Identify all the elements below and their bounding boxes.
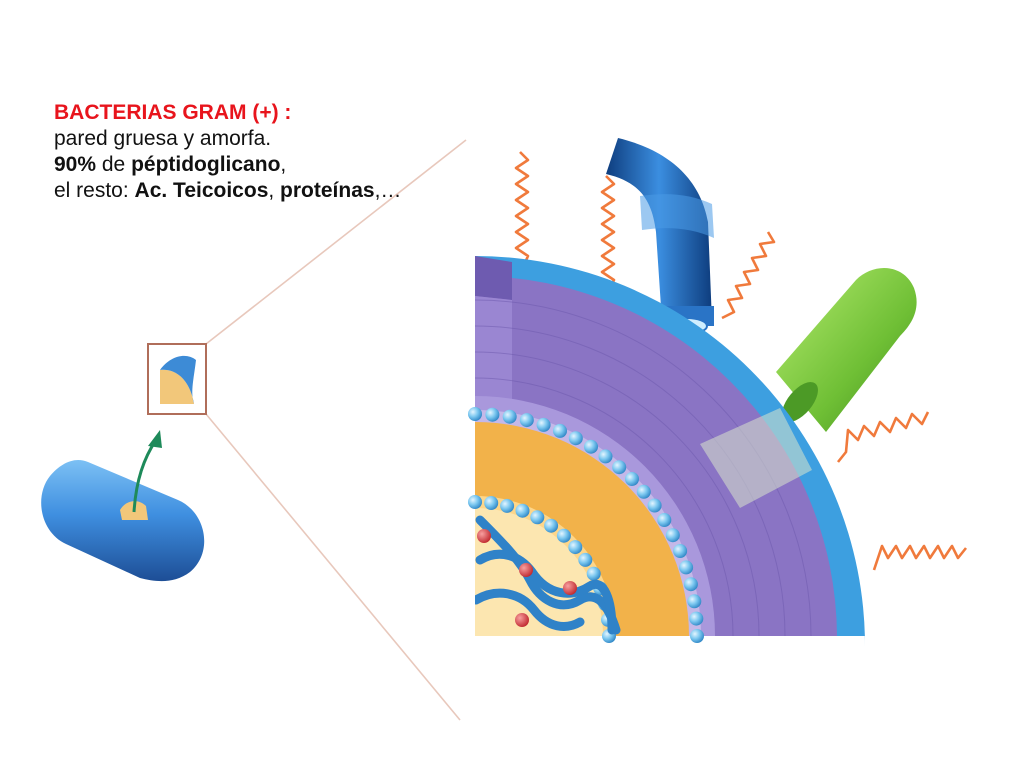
proteins-term: proteínas: [280, 179, 375, 202]
membrane-head: [530, 510, 545, 525]
teichoic-acids-term: Ac. Teicoicos: [134, 179, 269, 202]
membrane-head: [687, 594, 702, 609]
membrane-head: [484, 496, 499, 510]
membrane-head: [584, 439, 598, 454]
peptidoglycan-percent: 90%: [54, 153, 97, 176]
dna-helix: [475, 515, 621, 635]
membrane-head: [598, 449, 613, 464]
membrane-head: [636, 484, 651, 499]
caption-rest-line: el resto: Ac. Teicoicos, proteínas,…: [54, 179, 402, 202]
membrane-head: [683, 577, 698, 592]
membrane-head: [657, 513, 672, 527]
ribosomes: [477, 529, 577, 627]
membrane-head: [553, 423, 567, 438]
membrane-head: [612, 460, 627, 475]
membrane-head: [568, 540, 583, 555]
peptidoglycan-term: péptidoglicano: [131, 153, 281, 176]
caption-peptidoglycan-line: 90% de péptidoglicano,: [54, 153, 287, 176]
surface-protein: [776, 268, 917, 432]
caption: BACTERIAS GRAM (+) : pared gruesa y amor…: [54, 100, 401, 204]
membrane-head: [536, 417, 551, 432]
membrane-head: [500, 498, 515, 513]
membrane-head: [544, 518, 559, 533]
membrane-head: [485, 407, 500, 422]
membrane-head: [556, 528, 571, 543]
membrane-head: [586, 566, 601, 581]
teichoic-acid-fibers: [514, 151, 968, 571]
bacterium-cell-icon: [41, 459, 205, 582]
membrane-head: [679, 560, 694, 575]
membrane-head: [647, 498, 662, 513]
membrane-head: [568, 431, 583, 446]
membrane-head: [690, 629, 704, 643]
membrane-phospholipid-heads: [468, 407, 704, 643]
membrane-head: [468, 407, 482, 421]
membrane-head: [578, 552, 593, 567]
membrane-head: [515, 503, 530, 518]
zoom-box: [147, 343, 207, 415]
membrane-head: [665, 528, 680, 543]
zoom-connector-lines: [205, 139, 467, 721]
membrane-head: [673, 544, 688, 558]
caption-wall-description: pared gruesa y amorfa.: [54, 127, 272, 150]
zoom-arrow-icon: [132, 430, 162, 513]
membrane-head: [689, 611, 704, 626]
membrane-head: [519, 413, 534, 428]
caption-title: BACTERIAS GRAM (+) :: [54, 101, 292, 124]
membrane-head: [502, 409, 517, 424]
membrane-head: [468, 495, 482, 509]
membrane-head: [625, 472, 639, 486]
